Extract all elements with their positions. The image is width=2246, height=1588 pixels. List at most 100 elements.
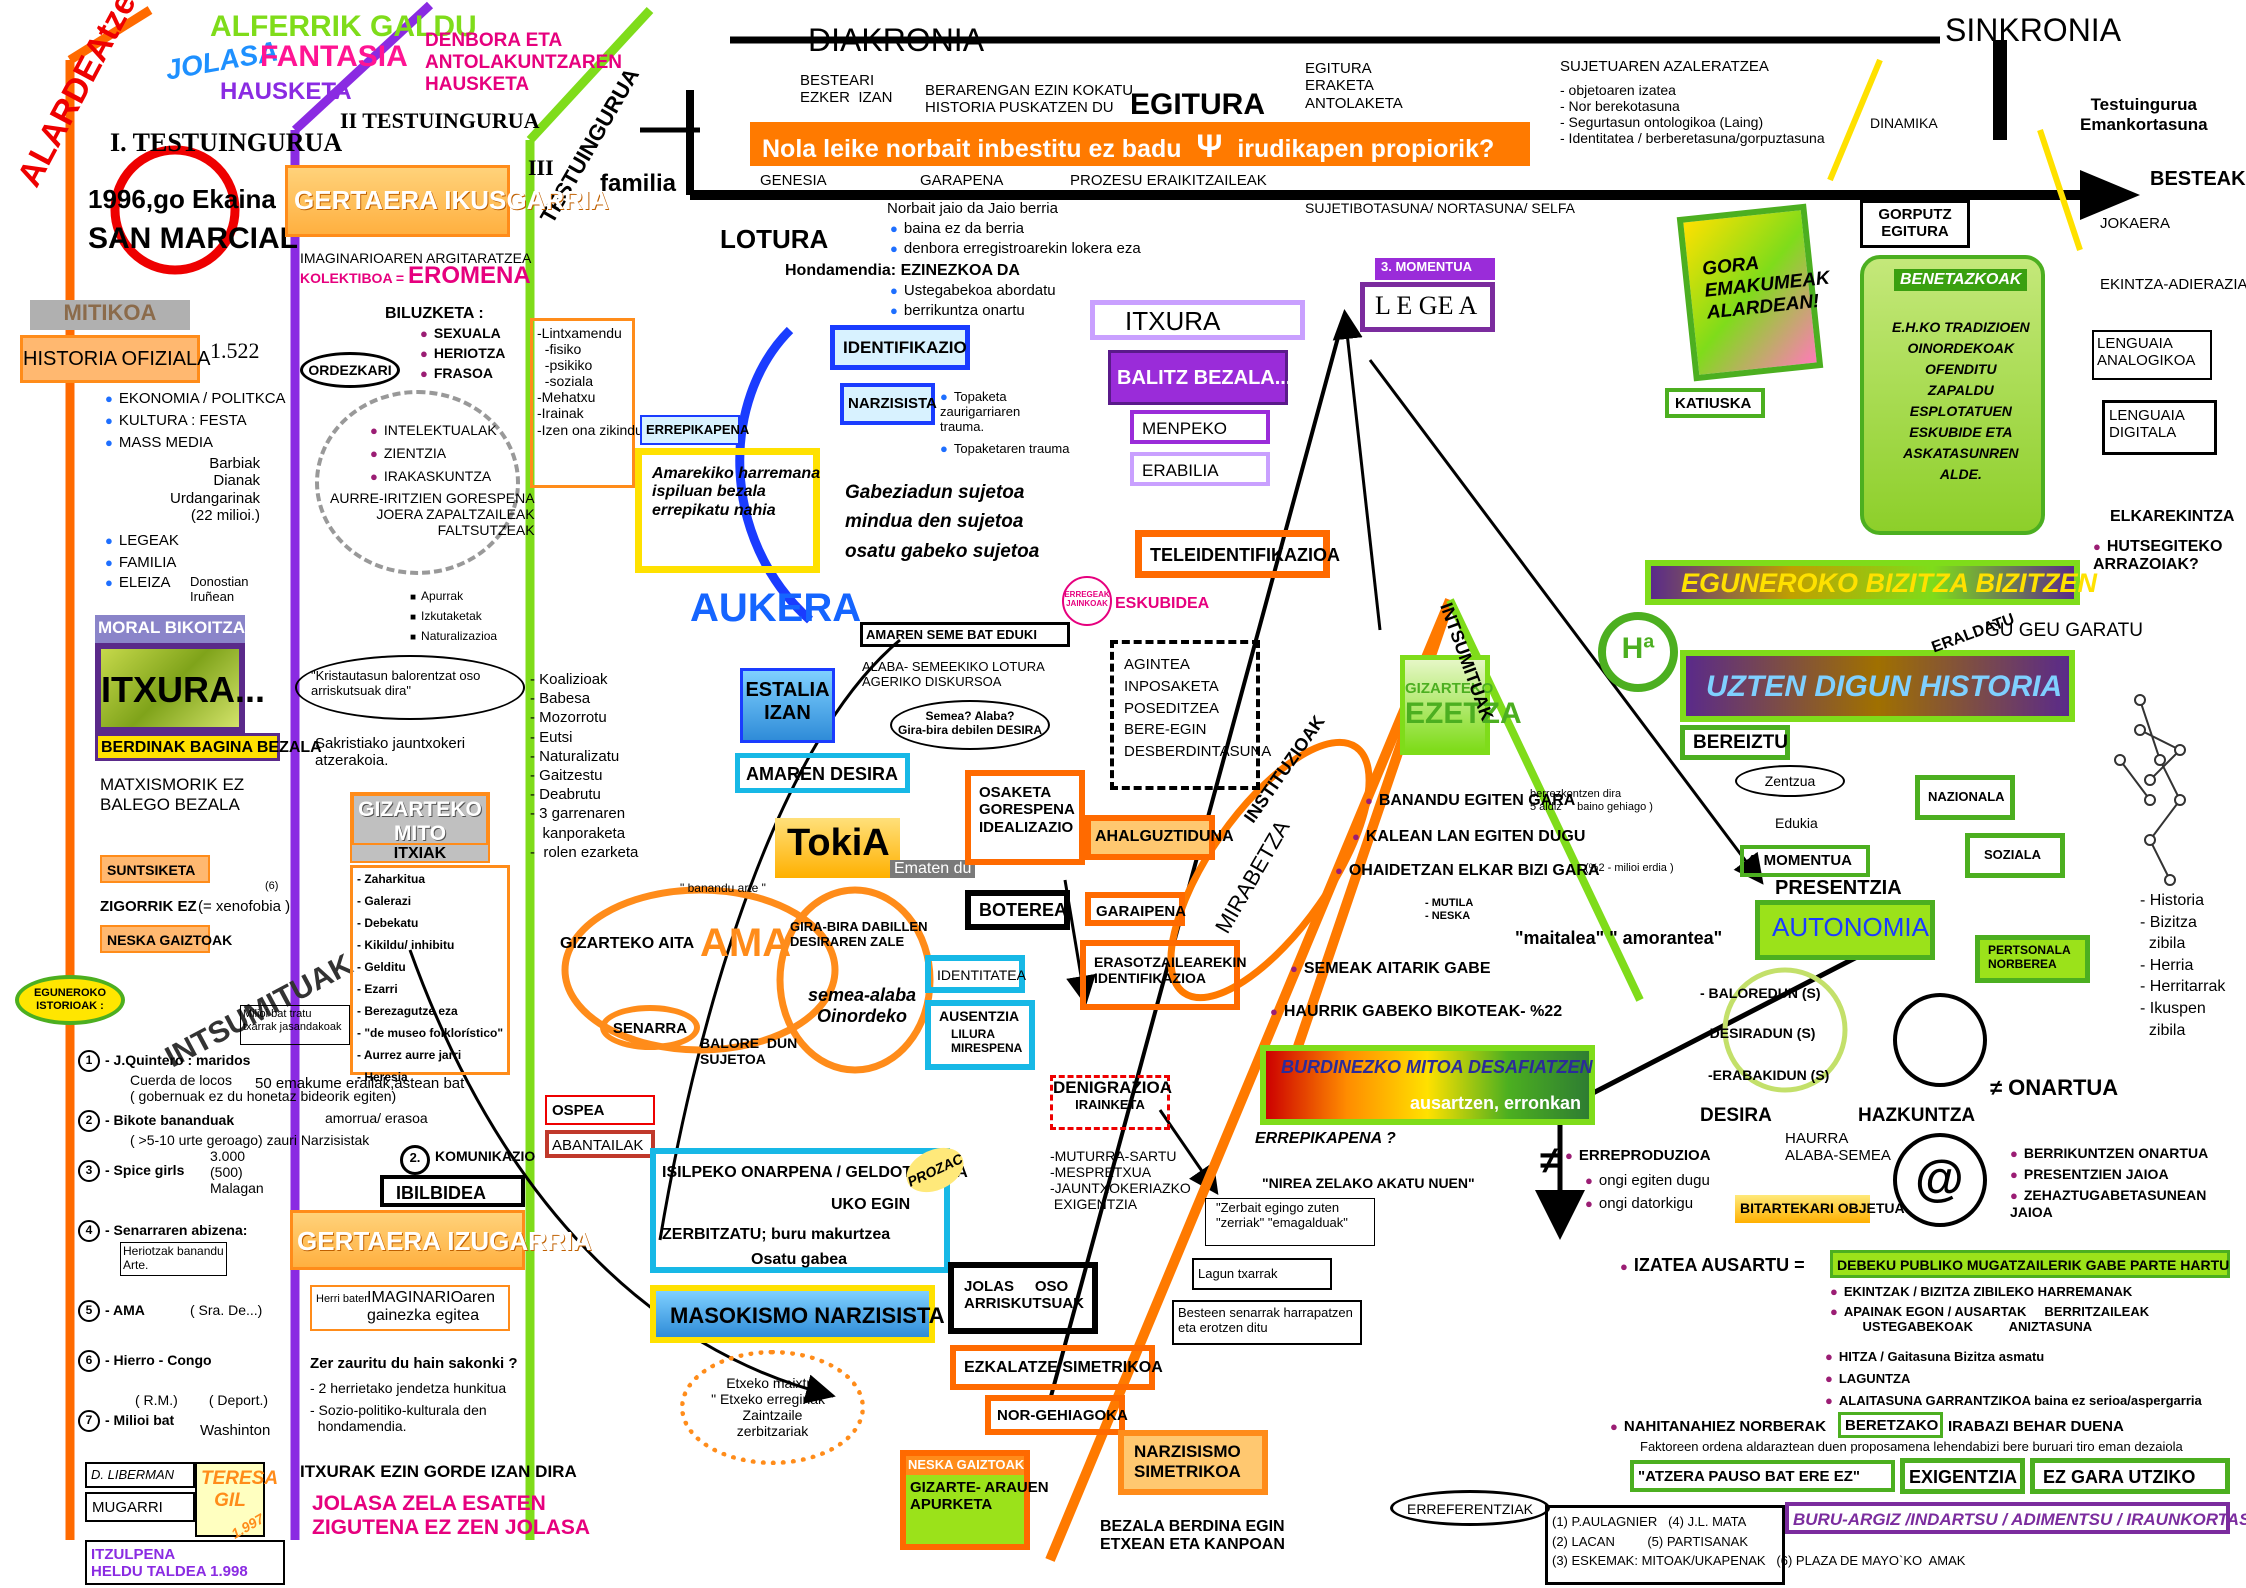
mito-item: - Galerazi <box>357 894 412 908</box>
erregeak-circle: ERREGEAK JAINKOAK <box>1062 576 1112 626</box>
biluzketa-label: BILUZKETA : <box>385 305 484 322</box>
atzera-box: "ATZERA PAUSO BAT ERE EZ" <box>1630 1460 1895 1492</box>
menpeko-box: MENPEKO <box>1130 410 1270 444</box>
gu-geu-label: GU GEU GARATU <box>1985 620 2143 641</box>
itxurak-label: ITXURAK EZIN GORDE IZAN DIRA <box>300 1462 577 1481</box>
erreproduzioa-label: ERREPRODUZIOA <box>1565 1147 1711 1164</box>
zerbitzatu-label: ZERBITZATU; buru makurtzea <box>662 1226 891 1243</box>
besteen-box: Besteen senarrak harrapatzen eta erotzen… <box>1172 1300 1362 1345</box>
hond-item-1: Ustegabekoa abordatu <box>890 282 1056 299</box>
genesia-label: GENESIA <box>760 172 827 189</box>
alardeatzen-label: ALARDEAtzen <box>10 0 154 193</box>
identifikazio-box: IDENTIFIKAZIO <box>830 325 970 370</box>
ezkalatze-box: EZKALATZE SIMETRIKOA <box>950 1345 1163 1390</box>
ekintzak-4: LAGUNTZA <box>1825 1371 1911 1387</box>
teleidentifikazioa-box: TELEIDENTIFIKAZIOA <box>1135 530 1340 578</box>
berdinak-box: BERDINAK BAGINA BEZALA <box>95 733 322 761</box>
lenguaia-digitala-box: LENGUAIA DIGITALA <box>2102 400 2217 455</box>
baloredun-label: - BALOREDUN (S) <box>1700 985 1821 1001</box>
gizarteko-mito-box: GIZARTEKO MITO <box>350 792 490 850</box>
egitura-list: EGITURA ERAKETA ANTOLAKETA <box>1305 60 1403 112</box>
imaginarioaren-label: IMAGINARIOAREN ARGITARATZEA <box>300 250 532 266</box>
donostian-label: Donostian Iruñean <box>190 574 249 604</box>
presentzia-label: PRESENTZIA <box>1775 877 1902 899</box>
year-label: 1.522 <box>210 338 260 363</box>
mito-item: - Ezarri <box>357 982 398 996</box>
nola-text: Nola leike norbait inbestitu ez badu <box>762 135 1182 163</box>
fantasia-label: FANTASIA <box>260 40 408 73</box>
neska-gaiztoak-center-label: NESKA GAIZTOAK <box>906 1456 1024 1475</box>
story-number: 3 <box>78 1160 100 1182</box>
denbora-label: DENBORA ETA ANTOLAKUNTZAREN HAUSKETA <box>425 30 623 95</box>
mito-item: - Heresia <box>357 1070 408 1084</box>
exigentzia-box: EXIGENTZIA <box>1900 1458 2025 1494</box>
legea-box: L E GE A <box>1360 282 1495 332</box>
refs-box: (1) P.AULAGNIER (4) J.L. MATA (2) LACAN … <box>1545 1505 1965 1585</box>
eguneroko-istorioak-badge: EGUNEROKO ISTORIOAK : <box>15 975 125 1025</box>
mito-item: - Berezagutze eza <box>357 1004 458 1018</box>
etxeko-cloud: Etxeko maixtra " Etxeko erreginak " Zain… <box>680 1350 865 1465</box>
story-sub: Heriotzak banandu Arte. <box>120 1242 227 1276</box>
senarra-oval: SENARRA <box>600 1005 700 1050</box>
itxura-bar: ITXURA <box>1090 300 1305 340</box>
jokaera-label: JOKAERA <box>2100 215 2171 232</box>
norbait-item-1: baina ez da berria <box>890 220 1024 237</box>
sujetua-label: SUJETUAREN AZALERATZEA <box>1560 58 1769 75</box>
bullet-mass-media: MASS MEDIA <box>105 434 213 451</box>
faktoreen-label: Faktoreen ordena aldaraztean duen propos… <box>1640 1439 2183 1454</box>
komunikazio-label: KOMUNIKAZIO <box>435 1148 536 1164</box>
uzten-box: UZTEN DIGUN HISTORIA <box>1680 650 2075 722</box>
ordez-irakaskuntza: IRAKASKUNTZA <box>370 468 491 485</box>
momentua3-label: 3. MOMENTUA <box>1375 258 1495 280</box>
itxura-box: ITXURA... <box>95 643 265 733</box>
lilura-label: LILURA MIRESPENA <box>951 1027 1023 1055</box>
besteari-label: BESTEARI EZKER IZAN <box>800 72 893 107</box>
story-text: - Spice girls <box>105 1162 185 1178</box>
sujetua-list: - objetoaren izatea - Nor berekotasuna -… <box>1560 82 1825 147</box>
gabeziadun-label: Gabeziadun sujetoa mindua den sujetoa os… <box>845 482 1040 562</box>
mito-item: - Aurrez aurre jarri <box>357 1048 462 1062</box>
banandu-item-1: BANANDU EGITEN GARA <box>1365 792 1575 810</box>
story-sub: ( Sra. De...) <box>190 1302 263 1318</box>
gora-box: GORA EMAKUMEAK ALARDEAN! <box>1676 203 1831 382</box>
mito-item: - Kikildu/ inhibitu <box>357 938 455 952</box>
gertaera-izugarria-box: GERTAERA IZUGARRIA <box>290 1210 592 1270</box>
matxismorik-label: MATXISMORIK EZ BALEGO BEZALA <box>100 775 245 814</box>
bullet-eleiza: ELEIZA <box>105 574 171 591</box>
desira-label: DESIRA <box>1700 1105 1772 1126</box>
aukera-label: AUKERA <box>690 586 862 630</box>
nola-banner: Nola leike norbait inbestitu ez badu Ψ i… <box>750 122 1530 166</box>
mito-item: - Gelditu <box>357 960 406 974</box>
denigrazioa-label: DENIGRAZIOA <box>1053 1078 1172 1097</box>
herri-box: Herri baten IMAGINARIOaren gainezka egit… <box>310 1285 510 1331</box>
lotura-label: LOTURA <box>720 224 829 254</box>
story-text: - J.Quintero : maridos <box>105 1052 251 1068</box>
ausartzen-label: ausartzen, erronkan <box>1409 1093 1581 1113</box>
lagun-box: Lagun txarrak <box>1192 1258 1332 1290</box>
balore-label: BALORE DUN SUJETOA <box>700 1035 798 1068</box>
besteak-label: BESTEAK <box>2150 168 2246 190</box>
erasotzailea-box: ERASOTZAILEAREKIN IDENTIFIKAZIOA <box>1080 940 1246 1010</box>
ahalguztiduna-box: AHALGUZTIDUNA <box>1085 815 1234 860</box>
errepikapena-box: ERREPIKAPENA <box>640 415 749 445</box>
burdinezko-label: BURDINEZKO MITOA DESAFIATZEN <box>1281 1057 1593 1077</box>
lintxamendu-box: -Lintxamendu -fisiko -psikiko -soziala -… <box>530 318 643 488</box>
identitatea-box: IDENTITATEA <box>925 955 1026 993</box>
ez-gara-box: EZ GARA UTZIKO <box>2030 1458 2230 1494</box>
teresa-gil-box: TERESA GIL <box>195 1462 278 1537</box>
ordez-zientzia: ZIENTZIA <box>370 445 446 462</box>
banandu-item-2: KALEAN LAN EGITEN DUGU <box>1352 828 1586 846</box>
story-text: - Milioi bat <box>105 1412 175 1428</box>
xenofobia-label: (= xenofobia ) <box>198 898 291 915</box>
ekintzak-5: ALAITASUNA GARRANTZIKOA baina ez serioa/… <box>1825 1393 2202 1409</box>
historia-list: - Historia - Bizitza zibila - Herria - H… <box>2140 892 2226 1039</box>
story-sub: ( >5-10 urte geroago) zauri Narzisistak <box>130 1132 370 1148</box>
hutsegiteko-label: HUTSEGITEKO ARRAZOIAK? <box>2093 538 2222 575</box>
beretzako-box: BERETZAKO <box>1838 1412 1943 1438</box>
fifty-label: 50 emakume erailak,astean bat <box>255 1075 465 1092</box>
burdinezko-box: BURDINEZKO MITOA DESAFIATZEN ausartzen, … <box>1260 1045 1595 1125</box>
neska-gaiztoak-box: NESKA GAIZTOAK <box>100 925 232 953</box>
nahitanahiez-label: NAHITANAHIEZ NORBERAK <box>1610 1418 1826 1435</box>
col3-title: III <box>528 155 554 180</box>
story-number: 5 <box>78 1300 100 1322</box>
